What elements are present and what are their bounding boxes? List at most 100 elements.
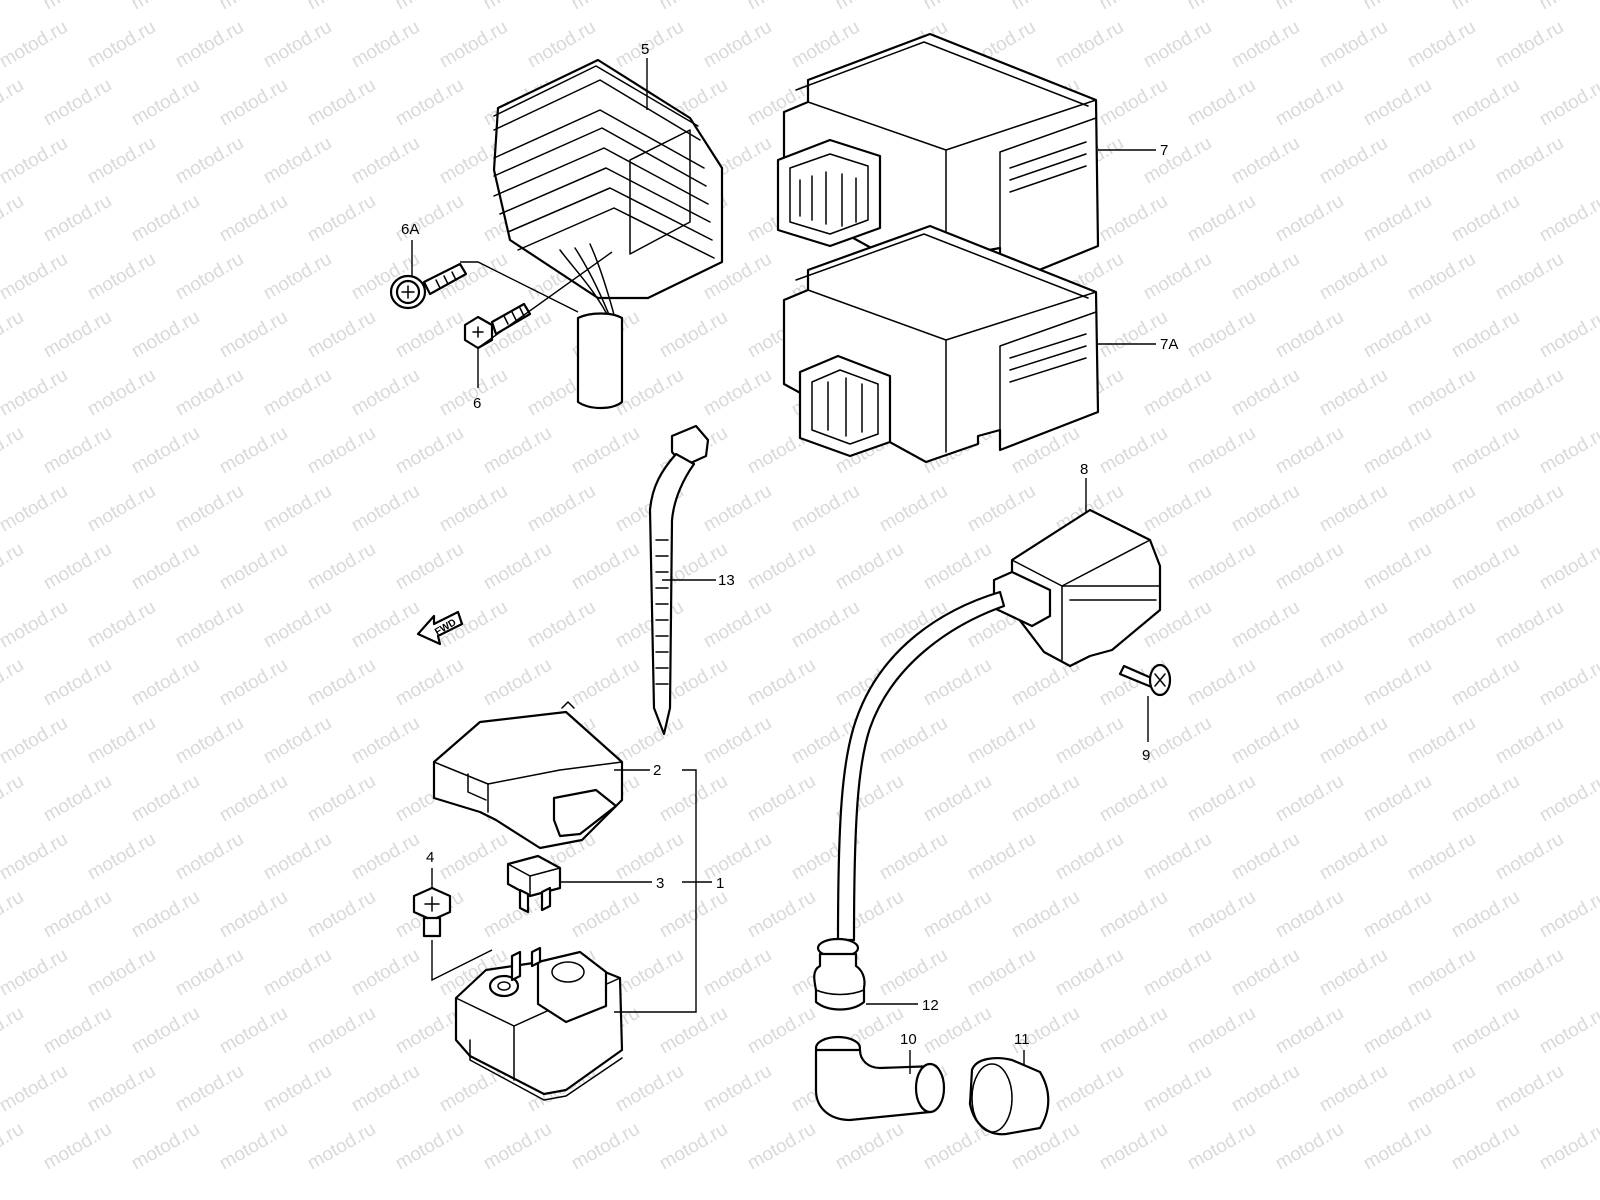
watermark-text: motod.ru [172, 481, 247, 537]
watermark-text: motod.ru [656, 1003, 731, 1059]
watermark-text: motod.ru [1360, 423, 1435, 479]
watermark-text: motod.ru [568, 655, 643, 711]
left-arrow-icon [416, 610, 464, 646]
watermark-text: motod.ru [1448, 771, 1523, 827]
watermark-text: motod.ru [700, 17, 775, 73]
watermark-text: motod.ru [128, 0, 203, 14]
igniter-unit-7[interactable] [776, 32, 1100, 288]
watermark-text: motod.ru [1492, 481, 1567, 537]
watermark-text: motod.ru [1052, 829, 1127, 885]
watermark-text: motod.ru [260, 1061, 335, 1117]
watermark-text: motod.ru [392, 75, 467, 131]
bolt-6[interactable] [463, 302, 532, 350]
watermark-text: motod.ru [1008, 0, 1083, 14]
watermark-text: motod.ru [744, 771, 819, 827]
watermark-text: motod.ru [612, 945, 687, 1001]
relay-cover-2[interactable] [432, 701, 624, 850]
watermark-text: motod.ru [172, 365, 247, 421]
watermark-text: motod.ru [612, 829, 687, 885]
watermark-text: motod.ru [1448, 1119, 1523, 1175]
sensor-8[interactable] [836, 508, 1162, 942]
watermark-text: motod.ru [964, 945, 1039, 1001]
watermark-text: motod.ru [260, 133, 335, 189]
watermark-text: motod.ru [1272, 307, 1347, 363]
watermark-text: motod.ru [1404, 17, 1479, 73]
watermark-text: motod.ru [1184, 307, 1259, 363]
watermark-text: motod.ru [348, 17, 423, 73]
watermark-text: motod.ru [1536, 887, 1600, 943]
screw-6a[interactable] [389, 262, 468, 310]
watermark-text: motod.ru [1184, 655, 1259, 711]
regulator-rectifier[interactable] [492, 58, 724, 410]
watermark-text: motod.ru [1492, 133, 1567, 189]
watermark-text: motod.ru [0, 887, 27, 943]
watermark-text: motod.ru [1536, 1003, 1600, 1059]
callout-7a: 7A [1160, 336, 1178, 353]
watermark-text: motod.ru [0, 191, 27, 247]
watermark-text: motod.ru [1536, 1119, 1600, 1175]
watermark-text: motod.ru [1140, 17, 1215, 73]
blade-fuse-3[interactable] [506, 854, 562, 914]
grommet-12[interactable] [813, 937, 866, 1011]
watermark-text: motod.ru [128, 191, 203, 247]
watermark-text: motod.ru [1096, 0, 1171, 14]
watermark-text: motod.ru [788, 481, 863, 537]
callout-8: 8 [1080, 461, 1088, 478]
watermark-text: motod.ru [436, 481, 511, 537]
watermark-text: motod.ru [524, 597, 599, 653]
watermark-text: motod.ru [1184, 887, 1259, 943]
watermark-text: motod.ru [1448, 539, 1523, 595]
watermark-text: motod.ru [656, 1119, 731, 1175]
watermark-text: motod.ru [700, 945, 775, 1001]
watermark-text: motod.ru [0, 17, 71, 73]
bolt-4[interactable] [412, 886, 452, 938]
watermark-text: motod.ru [392, 1119, 467, 1175]
watermark-text: motod.ru [480, 1119, 555, 1175]
callout-4: 4 [426, 849, 434, 866]
watermark-text: motod.ru [1096, 887, 1171, 943]
watermark-text: motod.ru [1360, 1003, 1435, 1059]
watermark-text: motod.ru [0, 713, 71, 769]
watermark-text: motod.ru [964, 713, 1039, 769]
watermark-text: motod.ru [0, 1061, 71, 1117]
watermark-text: motod.ru [1316, 945, 1391, 1001]
watermark-text: motod.ru [1272, 887, 1347, 943]
watermark-text: motod.ru [1272, 771, 1347, 827]
watermark-text: motod.ru [0, 365, 71, 421]
watermark-text: motod.ru [128, 1003, 203, 1059]
callout-9: 9 [1142, 747, 1150, 764]
watermark-text: motod.ru [260, 713, 335, 769]
watermark-text: motod.ru [1360, 307, 1435, 363]
callout-2: 2 [653, 762, 661, 779]
cap-11[interactable] [968, 1057, 1050, 1136]
callout-6a: 6A [401, 221, 419, 238]
watermark-text: motod.ru [304, 655, 379, 711]
watermark-text: motod.ru [1140, 829, 1215, 885]
watermark-text: motod.ru [1228, 945, 1303, 1001]
watermark-text: motod.ru [84, 597, 159, 653]
watermark-text: motod.ru [84, 829, 159, 885]
watermark-text: motod.ru [1272, 1003, 1347, 1059]
watermark-text: motod.ru [304, 191, 379, 247]
watermark-text: motod.ru [1096, 423, 1171, 479]
watermark-text: motod.ru [744, 1119, 819, 1175]
watermark-text: motod.ru [480, 655, 555, 711]
screw-9[interactable] [1118, 663, 1172, 697]
watermark-text: motod.ru [1492, 365, 1567, 421]
igniter-unit-7a[interactable] [782, 224, 1100, 464]
starter-relay-1[interactable] [454, 946, 624, 1101]
watermark-text: motod.ru [876, 713, 951, 769]
watermark-text: motod.ru [1492, 597, 1567, 653]
watermark-text: motod.ru [40, 887, 115, 943]
watermark-text: motod.ru [40, 423, 115, 479]
watermark-text: motod.ru [216, 75, 291, 131]
watermark-text: motod.ru [348, 133, 423, 189]
watermark-text: motod.ru [1272, 539, 1347, 595]
watermark-text: motod.ru [1184, 423, 1259, 479]
watermark-text: motod.ru [216, 1119, 291, 1175]
watermark-text: motod.ru [304, 539, 379, 595]
cable-tie-13[interactable] [648, 424, 710, 736]
watermark-text: motod.ru [216, 423, 291, 479]
watermark-text: motod.ru [832, 0, 907, 14]
